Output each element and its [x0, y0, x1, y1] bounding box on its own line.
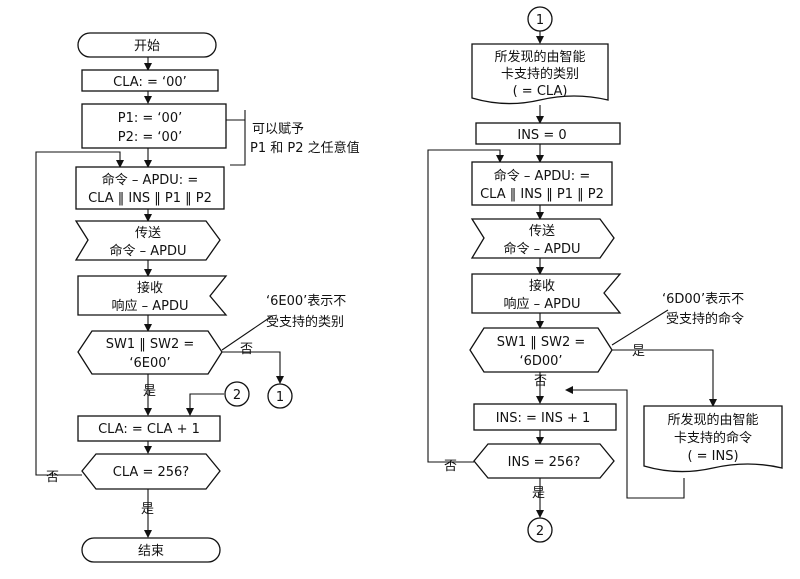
- right-found-cla-line2: 卡支持的类别: [501, 66, 579, 82]
- right-sw-check-line2: ‘6D00’: [519, 354, 562, 369]
- right-apdu-assign-line2: CLA ‖ INS ‖ P1 ‖ P2: [480, 187, 604, 202]
- left-sw-note-line1: ‘6E00’表示不: [266, 294, 346, 309]
- left-receive-line1: 接收: [137, 280, 163, 296]
- left-cla-increment-box: [77, 415, 221, 442]
- right-sw-note-line1: ‘6D00’表示不: [662, 292, 744, 307]
- left-p-note-line2: P1 和 P2 之任意值: [250, 140, 360, 156]
- left-sw-check-line1: SW1 ‖ SW2 =: [106, 337, 195, 352]
- right-sw-note-line2: 受支持的命令: [666, 311, 744, 327]
- right-found-ins-line1: 所发现的由智能: [667, 412, 758, 428]
- right-found-ins-line3: ( = INS): [687, 449, 738, 464]
- left-receive-shape: [77, 275, 228, 316]
- left-apdu-assign-line2: CLA ‖ INS ‖ P1 ‖ P2: [88, 191, 212, 206]
- right-send-line2: 命令 – APDU: [503, 241, 580, 257]
- left-connector-2: [224, 381, 250, 407]
- right-ins-yes-label: 是: [532, 486, 545, 501]
- left-send-line1: 传送: [135, 226, 161, 241]
- left-apdu-assign-box: [75, 166, 225, 210]
- right-connector-2: [527, 517, 553, 543]
- left-end-terminal: [81, 537, 221, 563]
- right-connector-2-label: 2: [536, 524, 544, 539]
- right-ins-init-label: INS = 0: [517, 128, 566, 143]
- right-connector-1: [527, 6, 553, 32]
- right-send-shape: [470, 218, 615, 259]
- right-ins-init-box: [475, 122, 621, 145]
- right-ins-increment-label: INS: = INS + 1: [496, 411, 591, 426]
- right-sw-check-shape: [469, 327, 613, 373]
- right-found-cla-line3: ( = CLA): [513, 84, 568, 99]
- left-p1-init-label: P1: = ‘00’: [118, 111, 182, 126]
- left-cla-check-label: CLA = 256?: [113, 465, 189, 480]
- right-apdu-assign-line1: 命令 – APDU: =: [494, 168, 590, 184]
- right-ins-check-label: INS = 256?: [508, 455, 581, 470]
- right-send-line1: 传送: [529, 224, 555, 239]
- left-connector-2-label: 2: [233, 388, 241, 403]
- left-connector-1-label: 1: [276, 390, 284, 405]
- right-sw-no-label: 否: [534, 374, 547, 389]
- right-connector-1-label: 1: [536, 13, 544, 28]
- left-cla-increment-label: CLA: = CLA + 1: [98, 422, 200, 437]
- left-sw-check-line2: ‘6E00’: [129, 356, 170, 371]
- left-cla-yes-label: 是: [141, 502, 154, 517]
- left-connector-1: [267, 383, 293, 409]
- left-sw-yes-label: 是: [143, 384, 156, 399]
- left-flowchart: 开始 CLA: = ‘00’ P1: = ‘00’ P2: = ‘00’ 可以赋…: [35, 32, 360, 563]
- left-start-label: 开始: [134, 39, 160, 54]
- left-cla-check-shape: [81, 453, 221, 490]
- left-send-line2: 命令 – APDU: [109, 243, 186, 259]
- left-cla-init-box: [81, 69, 219, 92]
- right-sw-check-line1: SW1 ‖ SW2 =: [497, 335, 586, 350]
- left-cla-no-label: 否: [46, 470, 59, 485]
- left-p2-init-label: P2: = ‘00’: [118, 130, 182, 145]
- right-flow-lines: [427, 31, 717, 518]
- right-sw-yes-label: 是: [632, 344, 645, 359]
- left-p-init-box: [81, 103, 227, 149]
- left-sw-check-shape: [77, 330, 223, 375]
- left-cla-init-label: CLA: = ‘00’: [113, 75, 187, 90]
- right-found-ins-document: [643, 405, 783, 473]
- right-flowchart: 1 所发现的由智能 卡支持的类别 ( = CLA) INS = 0 命令 – A…: [427, 6, 783, 543]
- right-found-ins-line2: 卡支持的命令: [674, 430, 752, 446]
- right-receive-shape: [471, 273, 622, 314]
- left-sw-no-label: 否: [240, 342, 253, 357]
- right-found-cla-document: [471, 43, 609, 105]
- right-apdu-assign-box: [471, 161, 613, 206]
- left-send-shape: [74, 220, 221, 261]
- left-receive-line2: 响应 – APDU: [111, 298, 188, 314]
- right-receive-line2: 响应 – APDU: [503, 296, 580, 312]
- right-ins-no-label: 否: [444, 459, 457, 474]
- left-end-label: 结束: [138, 544, 164, 559]
- left-p-note-line1: 可以赋予: [252, 122, 304, 137]
- right-ins-check-shape: [473, 443, 615, 479]
- left-sw-note-line2: 受支持的类别: [266, 314, 344, 330]
- left-flow-lines: [35, 57, 284, 538]
- right-ins-increment-box: [473, 403, 617, 431]
- left-start-terminal: [77, 32, 217, 58]
- left-apdu-assign-line1: 命令 – APDU: =: [102, 172, 198, 188]
- right-found-cla-line1: 所发现的由智能: [494, 49, 585, 65]
- right-receive-line1: 接收: [529, 278, 555, 294]
